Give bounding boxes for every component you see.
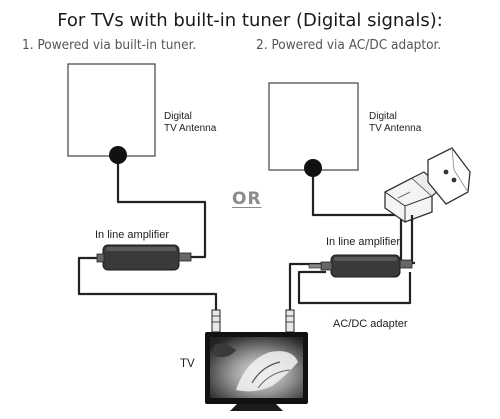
option1-tv-cable	[77, 256, 218, 315]
antenna-2-label-line1: Digital	[369, 111, 397, 122]
antenna-2	[268, 82, 359, 177]
option1-cables	[77, 158, 218, 315]
option1-antenna-cable	[116, 158, 207, 259]
diagram-title: For TVs with built-in tuner (Digital sig…	[57, 10, 443, 31]
coax-plug-right	[285, 309, 295, 333]
option2-caption: 2. Powered via AC/DC adaptor.	[256, 37, 442, 53]
wall-socket	[427, 147, 471, 205]
antenna-2-connector	[304, 159, 322, 177]
option1-caption: 1. Powered via built-in tuner.	[22, 37, 197, 53]
antenna-1	[67, 63, 156, 164]
amplifier-1	[96, 244, 192, 271]
amplifier-2	[308, 254, 413, 278]
tv-set	[205, 332, 308, 411]
amplifier-2-label: In line amplifier	[326, 236, 400, 248]
adapter-label: AC/DC adapter	[333, 318, 408, 330]
adapter-cable	[297, 270, 412, 305]
or-separator: OR	[232, 189, 262, 209]
antenna-1-connector	[109, 146, 127, 164]
tv-stand	[230, 404, 283, 411]
coax-plug-left	[211, 309, 221, 333]
amplifier-1-label: In line amplifier	[95, 229, 169, 241]
antenna-1-label-line2: TV Antenna	[164, 123, 217, 134]
antenna-1-label-line1: Digital	[164, 111, 192, 122]
tv-label: TV	[180, 358, 195, 370]
antenna-2-label-line2: TV Antenna	[369, 123, 422, 134]
